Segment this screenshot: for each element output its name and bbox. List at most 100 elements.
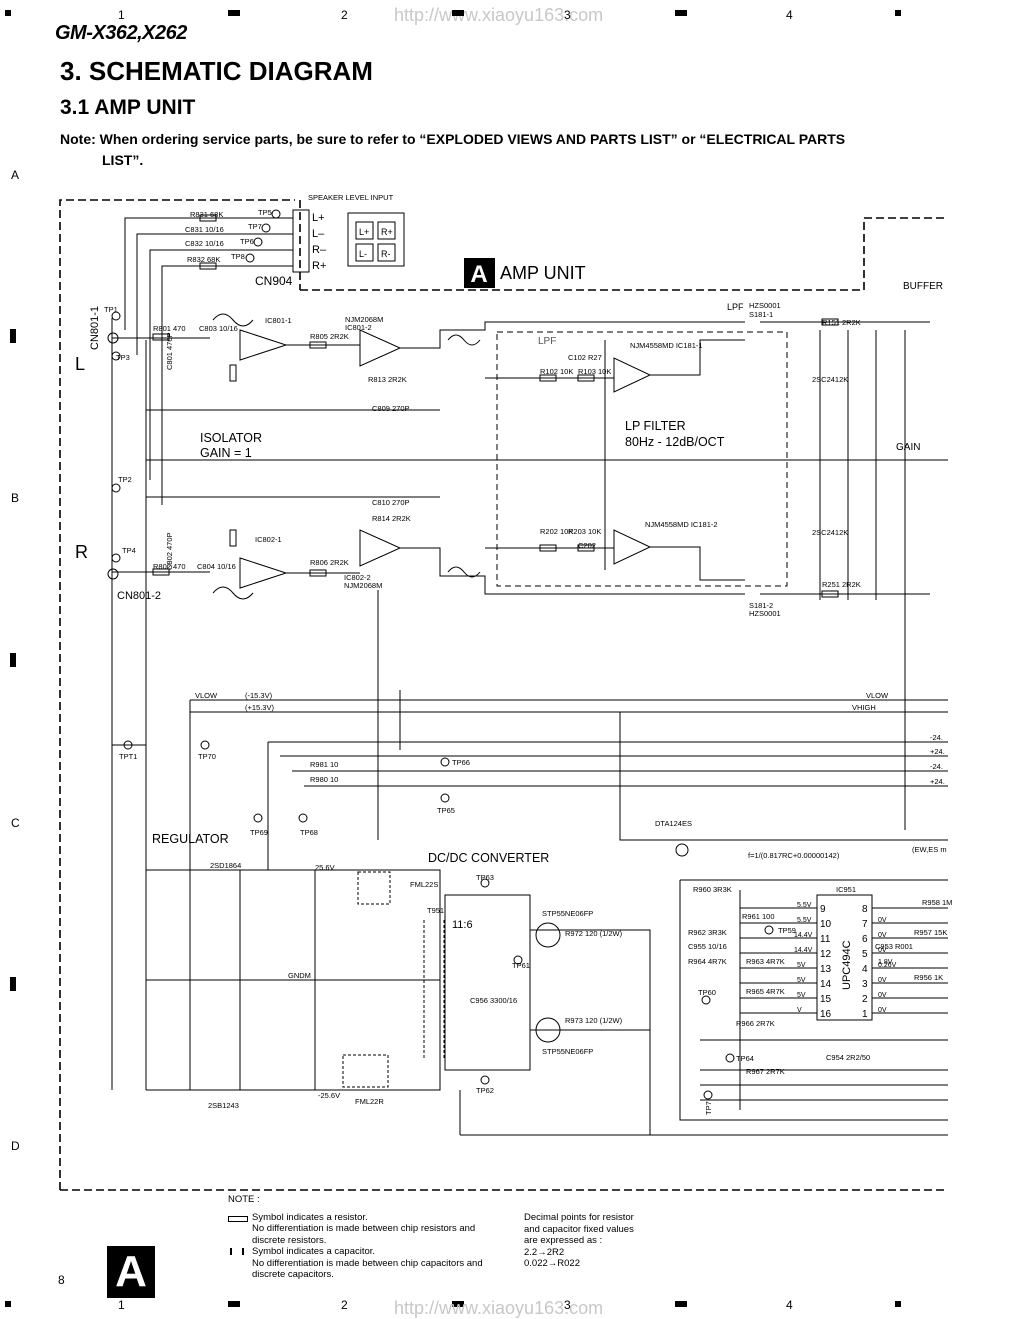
ic951-pin-r7: 2 xyxy=(862,994,868,1005)
label-r957: R957 15K xyxy=(914,928,947,937)
label-pinbox-2: R+ xyxy=(381,227,393,237)
grid-col-1-bottom: 1 xyxy=(118,1298,125,1312)
label-q605: 2SC2412K xyxy=(812,375,848,384)
note-resistor-1: Symbol indicates a resistor. xyxy=(252,1211,368,1223)
label-ch-left: L xyxy=(75,354,85,374)
label-r965: R965 4R7K xyxy=(746,987,785,996)
ic951-volt-r5: 1.8V xyxy=(878,959,893,966)
ic951-volt-r2: 0V xyxy=(878,932,887,939)
label-v25: 25.6V xyxy=(315,863,335,872)
label-r980: R980 10 xyxy=(310,775,338,784)
grid-col-2-bottom: 2 xyxy=(341,1298,348,1312)
label-pinbox-1: L+ xyxy=(359,227,369,237)
label-cn904: CN904 xyxy=(255,274,293,288)
label-r960: R960 3R3K xyxy=(693,885,732,894)
label-r102: R102 10K xyxy=(540,367,573,376)
label-ic801-1: IC801-1 xyxy=(265,316,292,325)
capacitor-symbol-icon xyxy=(230,1248,244,1255)
label-supply-4: +24. xyxy=(930,777,945,786)
label-ic801-2: IC801-2 xyxy=(345,323,372,332)
label-q960: 2SD1864 xyxy=(210,861,241,870)
label-pin-1: L+ xyxy=(312,212,325,224)
ic951-pin-l1: 9 xyxy=(820,904,826,915)
label-q659: DTA124ES xyxy=(655,819,692,828)
label-r805: R805 2R2K xyxy=(310,332,349,341)
label-vhigh: VHIGH xyxy=(852,703,876,712)
label-c804: C804 10/16 xyxy=(197,562,236,571)
label-c832: C832 10/16 xyxy=(185,239,224,248)
grid-col-4-top: 4 xyxy=(786,8,793,22)
ic951-pin-r4: 5 xyxy=(862,949,868,960)
grid-col-3-bottom: 3 xyxy=(564,1298,571,1312)
label-gain: GAIN xyxy=(896,442,920,453)
grid-mark xyxy=(228,10,240,16)
label-r831: R831 68K xyxy=(190,210,223,219)
label-tp63: TP61 xyxy=(512,961,530,970)
label-r966: R966 2R7K xyxy=(736,1019,775,1028)
label-r964: R964 4R7K xyxy=(688,957,727,966)
note-resistor-2: No differentiation is made between chip … xyxy=(252,1223,476,1234)
label-q961: 2SB1243 xyxy=(208,1101,239,1110)
label-lpf: LPF xyxy=(727,302,744,312)
label-r972: R972 120 (1/2W) xyxy=(565,929,623,938)
ordering-note: Note: When ordering service parts, be su… xyxy=(60,129,940,171)
label-tp69: TP69 xyxy=(250,828,268,837)
ic951-pin-l8: 16 xyxy=(820,1009,832,1020)
note-decimal-4: 2.2→2R2 xyxy=(524,1246,565,1258)
ic951-pin-l7: 15 xyxy=(820,994,832,1005)
label-speaker-input: SPEAKER LEVEL INPUT xyxy=(308,193,394,202)
label-pin-4: R+ xyxy=(312,260,326,272)
label-c956: C956 3300/16 xyxy=(470,996,517,1005)
label-r801: R801 470 xyxy=(153,324,186,333)
label-ic802-2: IC802-2 xyxy=(344,573,371,582)
grid-row-c: C xyxy=(11,816,20,830)
ic951-volt-r7: 0V xyxy=(878,992,887,999)
label-r151: R151 2R2K xyxy=(822,318,861,327)
label-vpos: (+15.3V) xyxy=(245,703,274,712)
ic951-volt-r1: 0V xyxy=(878,917,887,924)
label-c803: C803 10/16 xyxy=(199,324,238,333)
resistor-symbol-icon xyxy=(228,1215,248,1222)
grid-row-d: D xyxy=(11,1139,20,1153)
ic951-volt-l5: 5V xyxy=(797,962,806,969)
grid-mark xyxy=(228,1301,240,1307)
label-ic951-ref: IC951 xyxy=(836,885,856,894)
grid-mark xyxy=(10,977,16,991)
unit-badge: A xyxy=(470,261,487,288)
label-pinbox-3: L- xyxy=(359,249,367,259)
label-cn801-2: CN801-2 xyxy=(117,590,161,602)
label-tp5: TP5 xyxy=(258,208,272,217)
label-c955: C955 10/16 xyxy=(688,942,727,951)
note-decimal-3: are expressed as : xyxy=(524,1235,603,1246)
ic951-pin-r1: 8 xyxy=(862,904,868,915)
ic951-volt-l3: 14.4V xyxy=(794,932,813,939)
label-vneg: (-15.3V) xyxy=(245,691,273,700)
label-t951: T951 xyxy=(427,906,444,915)
ic951-volt-r3: 0V xyxy=(878,947,887,954)
label-q606: 2SC2412K xyxy=(812,528,848,537)
label-hzs-1: HZS0001 xyxy=(749,301,781,310)
label-ic181-2: NJM4558MD IC181-2 xyxy=(645,520,718,529)
label-c801: C801 470P xyxy=(165,332,174,370)
label-r981: R981 10 xyxy=(310,760,338,769)
grid-mark xyxy=(452,10,464,16)
label-pin-3: R– xyxy=(312,244,327,256)
label-tp62: TP60 xyxy=(698,988,716,997)
label-switch-1: S181-1 xyxy=(749,310,773,319)
grid-mark xyxy=(895,1301,901,1307)
grid-mark xyxy=(5,1301,11,1307)
label-r813: R813 2R2K xyxy=(368,375,407,384)
grid-mark xyxy=(10,653,16,667)
ic951-volt-r8: 0V xyxy=(878,1007,887,1014)
label-tp68: TP68 xyxy=(300,828,318,837)
label-tp6: TP6 xyxy=(240,237,254,246)
note-capacitor-1: Symbol indicates a capacitor. xyxy=(252,1246,376,1257)
unit-title: AMP UNIT xyxy=(500,263,586,283)
label-tp65: TP63 xyxy=(476,873,494,882)
label-tpt1: TPT1 xyxy=(119,752,137,761)
grid-mark xyxy=(895,10,901,16)
label-c102: C102 R27 xyxy=(568,353,602,362)
grid-col-4-bottom: 4 xyxy=(786,1298,793,1312)
label-d957: FML22R xyxy=(355,1097,384,1106)
